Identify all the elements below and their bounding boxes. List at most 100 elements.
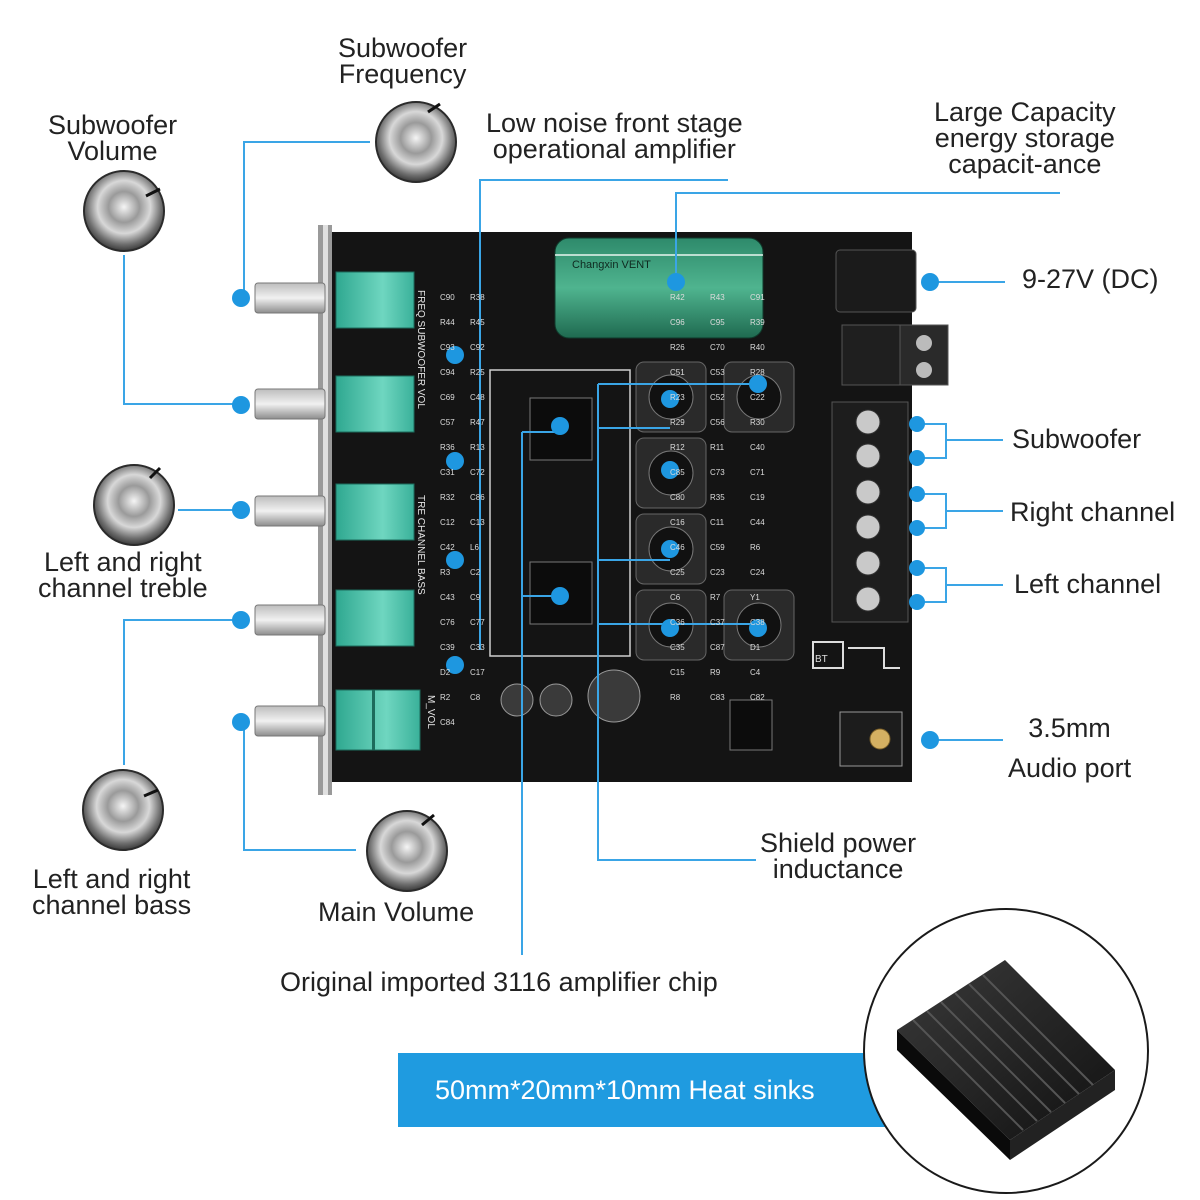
knob-subwoofer-volume — [83, 170, 165, 252]
silk-component-label: R12 — [670, 443, 685, 452]
silk-component-label: C13 — [470, 518, 485, 527]
knob-main-volume — [366, 810, 448, 892]
silk-pot-label: TRE CHANNEL BASS — [415, 495, 426, 595]
silk-component-label: C92 — [470, 343, 485, 352]
silk-component-label: R40 — [750, 343, 765, 352]
callout-lines — [123, 141, 1060, 955]
silk-component-label: R45 — [470, 318, 485, 327]
label-amp-chip: Original imported 3116 amplifier chip — [280, 967, 718, 997]
silk-component-label: C94 — [440, 368, 455, 377]
silk-component-label: R39 — [750, 318, 765, 327]
knob-treble — [93, 464, 175, 546]
silk-component-label: C84 — [440, 718, 455, 727]
silk-component-label: C72 — [470, 468, 485, 477]
silk-component-label: C39 — [440, 643, 455, 652]
silk-component-label: C91 — [750, 293, 765, 302]
silk-component-label: R2 — [440, 693, 451, 702]
silk-component-label: C42 — [440, 543, 455, 552]
silk-component-label: R9 — [710, 668, 721, 677]
silk-component-label: R32 — [440, 493, 455, 502]
silk-component-label: C51 — [670, 368, 685, 377]
amplifier-chips — [529, 397, 773, 751]
silk-component-label: C37 — [710, 618, 725, 627]
pot-shafts — [254, 282, 326, 737]
label-power-input: 9-27V (DC) — [1022, 264, 1159, 294]
silk-component-label: C17 — [470, 668, 485, 677]
label-left-channel: Left channel — [1014, 569, 1162, 599]
silk-component-label: C38 — [750, 618, 765, 627]
silk-component-label: C4 — [750, 668, 761, 677]
silk-component-label: C52 — [710, 393, 725, 402]
silk-component-label: C73 — [710, 468, 725, 477]
silk-pot-label: FREQ SUBWOOFER VOL — [415, 290, 426, 409]
silk-component-label: C11 — [710, 518, 725, 527]
silk-component-label: R28 — [750, 368, 765, 377]
silk-component-label: C53 — [710, 368, 725, 377]
silk-component-label: C59 — [710, 543, 725, 552]
silk-component-label: C69 — [440, 393, 455, 402]
silk-component-label: C35 — [670, 643, 685, 652]
callout-dots — [232, 273, 939, 749]
silk-component-label: R26 — [670, 343, 685, 352]
silk-component-label: C77 — [470, 618, 485, 627]
silk-component-label: R3 — [440, 568, 451, 577]
knob-subwoofer-frequency — [375, 101, 457, 183]
silk-component-label: C82 — [750, 693, 765, 702]
potentiometer-modules — [335, 271, 421, 751]
label-right-channel: Right channel — [1010, 497, 1176, 527]
silk-component-label: C25 — [670, 568, 685, 577]
silk-component-label: C16 — [670, 518, 685, 527]
silk-component-label: R11 — [710, 443, 725, 452]
silk-component-label: C31 — [440, 468, 455, 477]
silk-component-label: C24 — [750, 568, 765, 577]
silk-component-label: C15 — [670, 668, 685, 677]
silk-component-label: C85 — [670, 468, 685, 477]
silk-component-label: R44 — [440, 318, 455, 327]
silk-component-label: R23 — [670, 393, 685, 402]
heatsink-icon — [897, 960, 1115, 1160]
silk-component-label: C8 — [470, 693, 481, 702]
silk-component-label: C43 — [440, 593, 455, 602]
silk-component-label: C95 — [710, 318, 725, 327]
silk-component-label: C70 — [710, 343, 725, 352]
silk-component-label: R7 — [710, 593, 721, 602]
silk-component-label: R38 — [470, 293, 485, 302]
silk-component-label: R8 — [670, 693, 681, 702]
silk-component-label: C86 — [470, 493, 485, 502]
silk-component-label: Y1 — [750, 593, 760, 602]
silk-component-label: R30 — [750, 418, 765, 427]
silk-component-label: C36 — [670, 618, 685, 627]
silk-component-label: R6 — [750, 543, 761, 552]
silk-component-label: C22 — [750, 393, 765, 402]
silk-pot-label: M_VOL — [425, 695, 436, 729]
label-subwoofer-out: Subwoofer — [1012, 424, 1142, 454]
silk-component-label: C19 — [750, 493, 765, 502]
audio-jack — [839, 711, 903, 767]
silk-component-label: C83 — [710, 693, 725, 702]
large-capacitor — [554, 237, 764, 339]
silk-component-label: C46 — [670, 543, 685, 552]
silk-component-label: C57 — [440, 418, 455, 427]
silk-component-label: R47 — [470, 418, 485, 427]
silk-component-label: C23 — [710, 568, 725, 577]
speaker-terminals — [831, 401, 909, 623]
silk-component-label: D2 — [440, 668, 451, 677]
small-capacitors — [500, 669, 641, 723]
silk-component-label: C44 — [750, 518, 765, 527]
silk-component-label: C90 — [440, 293, 455, 302]
silk-component-label: R13 — [470, 443, 485, 452]
silk-component-label: C56 — [710, 418, 725, 427]
silk-component-label: C40 — [750, 443, 765, 452]
silk-component-label: C33 — [470, 643, 485, 652]
silk-component-label: C96 — [670, 318, 685, 327]
knob-bass — [82, 769, 164, 851]
board-silkscreen: FREQ SUBWOOFER VOL TRE CHANNEL BASS M_VO… — [415, 259, 828, 729]
